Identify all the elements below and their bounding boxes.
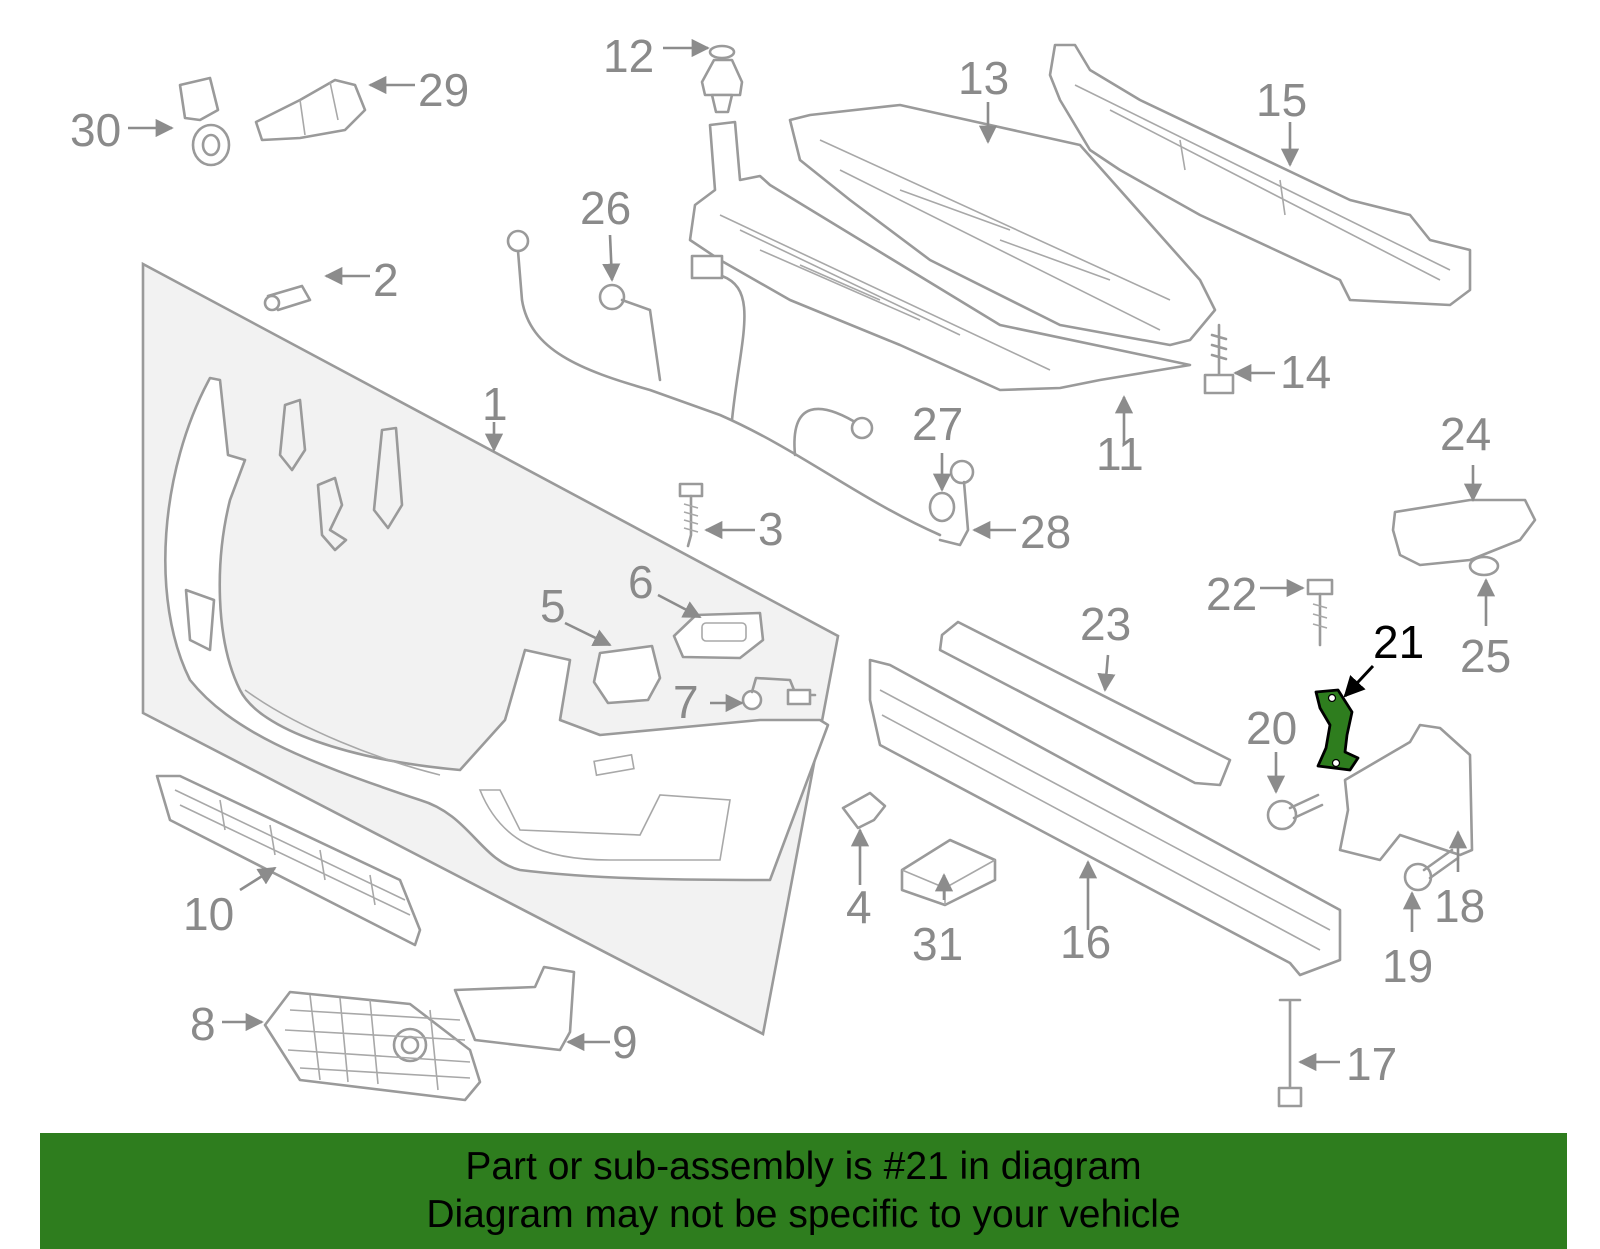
- callout-27: 27: [912, 398, 963, 450]
- part-6-cover: [672, 611, 765, 660]
- callout-28: 28: [1020, 506, 1071, 558]
- part-16-impact-bar: [868, 658, 1342, 977]
- callout-25: 25: [1460, 630, 1511, 682]
- part-14-bolt: [1203, 323, 1235, 395]
- callout-17: 17: [1346, 1038, 1397, 1090]
- part-9-bracket: [453, 965, 576, 1052]
- callout-11: 11: [1096, 428, 1144, 480]
- callout-12: 12: [603, 30, 654, 82]
- callout-22: 22: [1206, 568, 1257, 620]
- leader-21-highlighted: [1343, 664, 1375, 698]
- callout-19: 19: [1382, 940, 1433, 992]
- callout-10: 10: [183, 888, 234, 940]
- callout-4: 4: [846, 881, 872, 933]
- part-2-clip: [263, 284, 312, 312]
- part-23-strip: [938, 620, 1232, 787]
- part-18-mount-bracket: [1338, 723, 1474, 862]
- part-21-bracket-highlighted: [1314, 688, 1360, 772]
- callout-29: 29: [418, 64, 469, 116]
- part-26-sensor: [598, 283, 662, 382]
- part-11-under-tray: [688, 120, 1192, 392]
- part-10-lower-grille: [155, 774, 422, 947]
- part-13-shield: [788, 103, 1217, 347]
- part-5-cover: [592, 644, 662, 705]
- diagram-canvas: 1 2 3 4 5 6 7 8 9 10 11 12 13 14 15 16 1…: [70, 30, 1537, 1108]
- part-4-speed-nut: [841, 791, 887, 830]
- part-27-grommet: [928, 491, 956, 523]
- bracket-left-upper: [278, 398, 307, 472]
- callout-21-highlighted: 21: [1373, 616, 1424, 668]
- callout-15: 15: [1256, 74, 1307, 126]
- bracket-right-upper: [372, 426, 404, 530]
- callout-9: 9: [612, 1016, 638, 1068]
- callout-18: 18: [1434, 880, 1485, 932]
- callout-1: 1: [482, 378, 508, 430]
- part-8-fog-grille: [263, 990, 482, 1102]
- callout-13: 13: [958, 52, 1009, 104]
- bumper-cover-assembly: [141, 261, 840, 1036]
- callout-23: 23: [1080, 598, 1131, 650]
- callout-8: 8: [190, 998, 216, 1050]
- part-20-bolt: [1266, 793, 1324, 831]
- part-7-harness: [741, 676, 817, 711]
- info-banner: Part or sub-assembly is #21 in diagram D…: [40, 1133, 1567, 1249]
- callout-numbers: 1 2 3 4 5 6 7 8 9 10 11 12 13 14 15 16 1…: [70, 30, 1511, 1090]
- part-30-sensor: [178, 76, 231, 167]
- part-12-push-pin: [700, 44, 744, 114]
- callout-14: 14: [1280, 346, 1331, 398]
- part-28-sensor-harness: [938, 459, 975, 547]
- part-19-bolt: [1403, 848, 1460, 892]
- part-3-screw: [678, 482, 704, 548]
- part-25-nut: [1468, 555, 1500, 577]
- banner-line-part-number: Part or sub-assembly is #21 in diagram: [465, 1145, 1142, 1188]
- callout-2: 2: [373, 254, 399, 306]
- part-24-bracket: [1391, 498, 1537, 567]
- leader-lines: [128, 38, 1496, 1072]
- part-22-bolt: [1306, 578, 1334, 647]
- callout-3: 3: [758, 503, 784, 555]
- part-29-connector: [254, 78, 367, 142]
- part-15-absorber: [1048, 43, 1472, 307]
- callout-24: 24: [1440, 408, 1491, 460]
- callout-26: 26: [580, 182, 631, 234]
- callout-30: 30: [70, 104, 121, 156]
- banner-line-disclaimer: Diagram may not be specific to your vehi…: [426, 1193, 1181, 1236]
- callout-5: 5: [540, 580, 566, 632]
- callout-20: 20: [1246, 702, 1297, 754]
- part-31-control-module: [900, 838, 997, 907]
- callout-6: 6: [628, 556, 654, 608]
- callout-31: 31: [912, 918, 963, 970]
- clip-bracket: [316, 476, 348, 552]
- wiring-harness: [506, 229, 942, 537]
- callout-16: 16: [1060, 916, 1111, 968]
- part-17-long-bolt: [1277, 998, 1303, 1108]
- callout-7: 7: [673, 676, 699, 728]
